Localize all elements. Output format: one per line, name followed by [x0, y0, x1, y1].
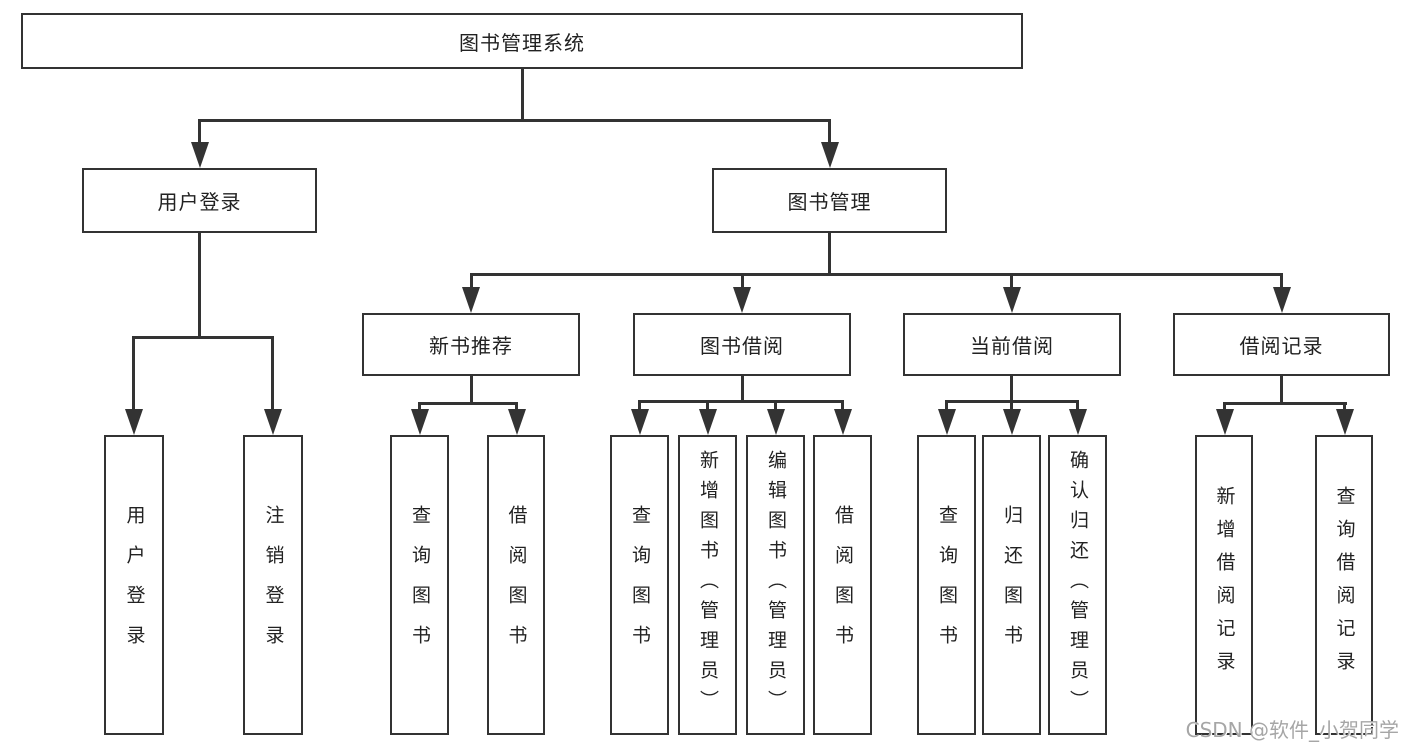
connector-line: [1076, 400, 1079, 412]
connector-line: [706, 400, 709, 412]
connector-arrowhead: [820, 142, 839, 168]
node-book-management: 图书管理: [712, 168, 947, 233]
leaf-label: 查询图书: [936, 505, 958, 665]
leaf-label: 确认归还（管理员）: [1067, 450, 1089, 720]
connector-line: [469, 273, 1283, 276]
connector-line: [740, 273, 744, 290]
connector-line: [132, 336, 274, 339]
connector-line: [1010, 376, 1013, 403]
node-label: 当前借阅: [970, 334, 1054, 358]
connector-line: [198, 119, 831, 122]
connector-arrowhead: [766, 409, 785, 435]
leaf-confirm-return-admin: 确认归还（管理员）: [1048, 435, 1107, 735]
connector-line: [198, 119, 201, 149]
leaf-label: 新增借阅记录: [1213, 486, 1236, 684]
connector-arrowhead: [1068, 409, 1087, 435]
connector-line: [198, 233, 201, 339]
connector-line: [638, 400, 844, 403]
connector-arrowhead: [263, 409, 282, 435]
node-label: 借阅记录: [1239, 334, 1324, 358]
connector-arrowhead: [937, 409, 956, 435]
connector-arrowhead: [462, 287, 480, 313]
leaf-query-book-recommend: 查询图书: [390, 435, 449, 735]
leaf-label: 归还图书: [1001, 505, 1023, 665]
connector-arrowhead: [124, 409, 143, 435]
leaf-borrow-book: 借阅图书: [813, 435, 872, 735]
connector-line: [1223, 402, 1347, 405]
node-label: 图书管理: [787, 190, 872, 214]
node-current-borrow: 当前借阅: [903, 313, 1121, 376]
leaf-query-borrow-record: 查询借阅记录: [1315, 435, 1373, 735]
leaf-edit-book-admin: 编辑图书（管理员）: [746, 435, 805, 735]
connector-arrowhead: [410, 409, 429, 435]
connector-line: [469, 376, 473, 404]
connector-arrowhead: [1215, 409, 1234, 435]
connector-line: [841, 400, 844, 412]
leaf-query-book-current: 查询图书: [917, 435, 976, 735]
connector-line: [1223, 402, 1226, 412]
node-user-login: 用户登录: [82, 168, 317, 233]
connector-line: [1280, 273, 1283, 290]
node-book-borrow: 图书借阅: [633, 313, 851, 376]
connector-line: [1343, 402, 1346, 412]
connector-line: [774, 400, 777, 412]
node-label: 图书管理系统: [459, 30, 585, 55]
connector-line: [740, 376, 744, 403]
leaf-label: 查询图书: [409, 505, 431, 665]
connector-arrowhead: [698, 409, 717, 435]
connector-line: [132, 336, 135, 412]
node-label: 图书借阅: [700, 334, 784, 358]
leaf-query-book-borrow: 查询图书: [610, 435, 669, 735]
connector-line: [828, 119, 831, 149]
connector-line: [515, 402, 518, 412]
leaf-label: 新增图书（管理员）: [697, 450, 719, 720]
leaf-label: 借阅图书: [505, 505, 528, 665]
connector-arrowhead: [1335, 409, 1354, 435]
connector-line: [828, 233, 831, 276]
connector-line: [1010, 400, 1013, 412]
connector-arrowhead: [1272, 287, 1291, 313]
connector-arrowhead: [507, 409, 526, 435]
connector-arrowhead: [1002, 287, 1021, 313]
leaf-logout: 注销登录: [243, 435, 303, 735]
csdn-watermark: CSDN @软件_小贺同学: [1185, 718, 1399, 742]
leaf-label: 编辑图书（管理员）: [765, 450, 787, 720]
leaf-return-book: 归还图书: [982, 435, 1041, 735]
leaf-label: 借阅图书: [832, 505, 854, 665]
connector-arrowhead: [190, 142, 209, 168]
leaf-label: 用户登录: [123, 505, 146, 665]
connector-line: [418, 402, 421, 412]
connector-arrowhead: [833, 409, 852, 435]
connector-line: [271, 336, 274, 412]
node-library-system: 图书管理系统: [21, 13, 1023, 69]
leaf-label: 查询借阅记录: [1333, 486, 1356, 684]
connector-line: [1280, 376, 1283, 404]
leaf-borrow-book-recommend: 借阅图书: [487, 435, 545, 735]
node-label: 新书推荐: [429, 334, 513, 358]
node-label: 用户登录: [157, 190, 242, 214]
leaf-label: 注销登录: [262, 505, 285, 665]
leaf-label: 查询图书: [629, 505, 651, 665]
connector-arrowhead: [733, 287, 751, 313]
leaf-add-book-admin: 新增图书（管理员）: [678, 435, 737, 735]
node-new-book-recommend: 新书推荐: [362, 313, 580, 376]
connector-line: [1010, 273, 1013, 290]
connector-line: [520, 69, 524, 121]
connector-line: [945, 400, 948, 412]
leaf-user-login: 用户登录: [104, 435, 164, 735]
connector-line: [469, 273, 473, 290]
connector-line: [638, 400, 641, 412]
leaf-add-borrow-record: 新增借阅记录: [1195, 435, 1253, 735]
connector-line: [418, 402, 518, 405]
connector-arrowhead: [1002, 409, 1021, 435]
node-borrow-records: 借阅记录: [1173, 313, 1390, 376]
connector-arrowhead: [630, 409, 649, 435]
